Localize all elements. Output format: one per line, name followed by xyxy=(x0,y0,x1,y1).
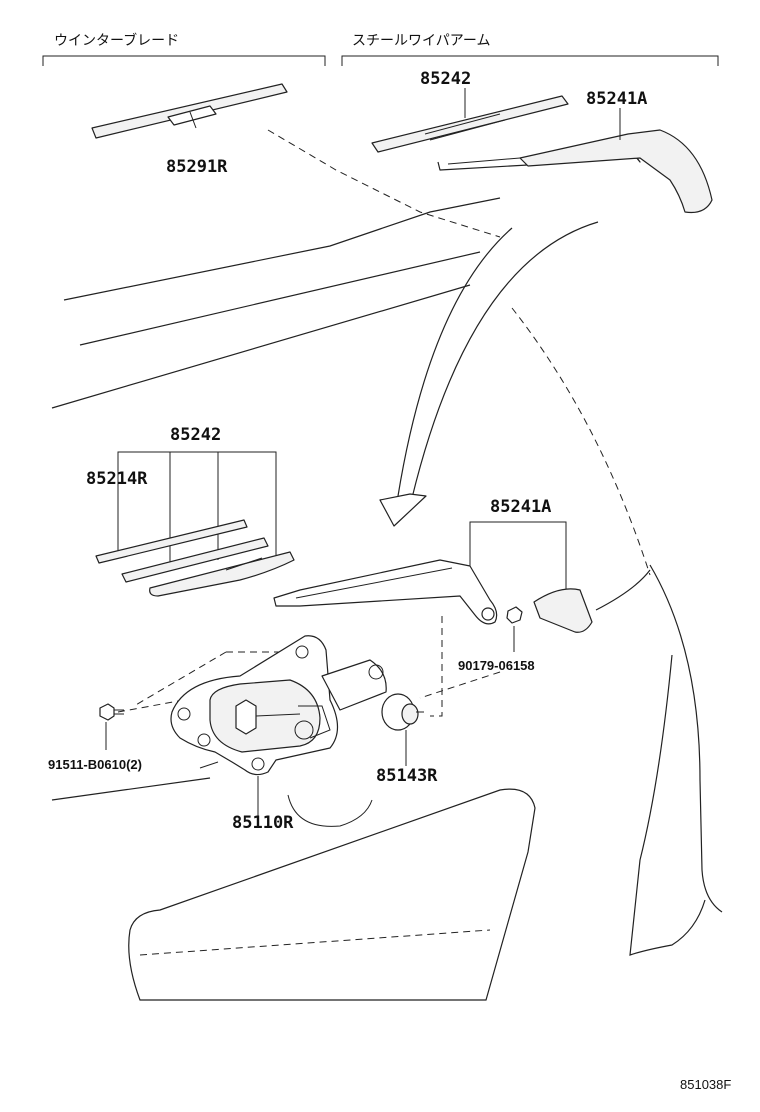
assembly-dash-2 xyxy=(419,671,501,699)
vehicle-body-outline xyxy=(51,129,723,1001)
figure-code: 851038F xyxy=(680,1077,731,1092)
blade-refill-parts xyxy=(95,519,295,597)
label-85241A-mid: 85241A xyxy=(490,497,551,517)
label-85291R: 85291R xyxy=(166,157,228,177)
wiper-motor-85110R xyxy=(170,635,387,776)
grommet-85143R xyxy=(381,693,424,731)
bolt-91511 xyxy=(99,703,124,721)
nut-90179 xyxy=(506,606,523,624)
header-bracket-right xyxy=(341,55,719,66)
label-85110R: 85110R xyxy=(232,813,294,833)
header-winter-blade: ウインターブレード xyxy=(54,32,179,49)
winter-blade-85291R xyxy=(91,83,288,139)
arm-85241A-mid xyxy=(273,559,498,625)
arm-cap xyxy=(533,588,593,633)
label-85241A-top: 85241A xyxy=(586,89,647,109)
direction-arrow xyxy=(379,221,599,527)
blade-85242-top xyxy=(371,95,569,153)
label-85242-mid: 85242 xyxy=(170,425,221,445)
header-steel-wiper-arm: スチールワイパアーム xyxy=(352,33,490,49)
leader-85241A-mid xyxy=(469,521,567,592)
header-bracket-left xyxy=(42,55,326,66)
label-90179: 90179-06158 xyxy=(458,658,535,673)
assembly-dash-4 xyxy=(133,651,227,707)
leader-91511-tail xyxy=(199,761,219,769)
assembly-dash-1 xyxy=(430,616,443,717)
label-85242-top: 85242 xyxy=(420,69,471,89)
label-85143R: 85143R xyxy=(376,766,438,786)
label-91511: 91511-B0610(2) xyxy=(48,757,142,772)
label-85214R: 85214R xyxy=(86,469,148,489)
arm-85241A-top xyxy=(437,129,713,214)
